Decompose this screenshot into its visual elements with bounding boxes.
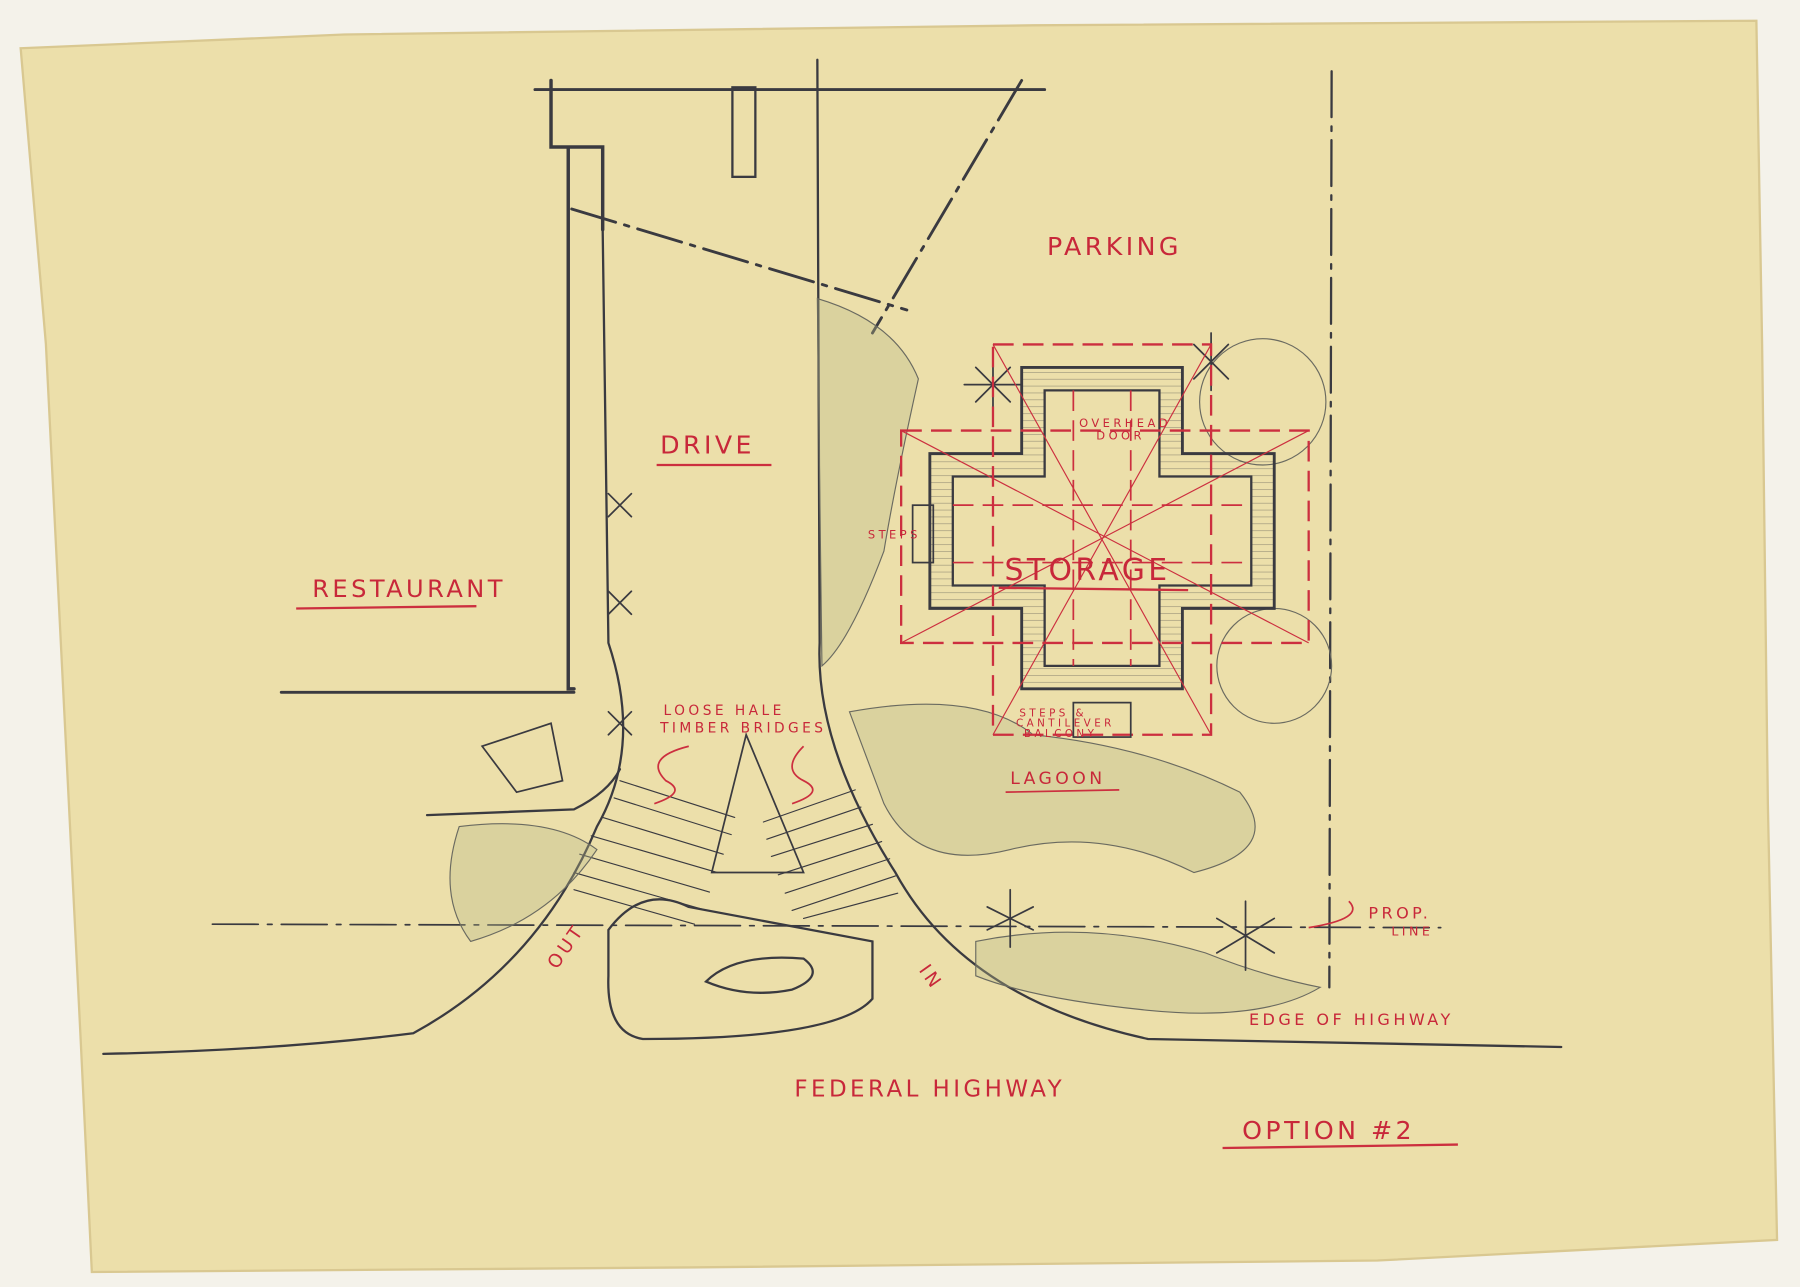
label-overhead-door-1: OVERHEAD [1079,416,1171,430]
pencil-linework [102,58,1563,1056]
label-bridges-1: LOOSE HALE [664,703,785,719]
label-edge-of-highway: EDGE OF HIGHWAY [1249,1010,1454,1029]
timber-bridges [573,732,899,925]
landscaping [449,297,1333,1014]
label-parking: PARKING [1047,232,1182,261]
label-drive: DRIVE [660,431,755,460]
label-balcony-1: STEPS & [1019,707,1087,719]
storage-building [900,343,1310,738]
label-restaurant: RESTAURANT [312,575,506,603]
annotations: PARKING DRIVE RESTAURANT OVERHEAD DOOR S… [296,232,1458,1150]
label-storage: STORAGE [1004,553,1170,588]
label-prop-line-1: PROP. [1368,903,1431,922]
label-lagoon: LAGOON [1010,769,1105,789]
label-balcony-2: CANTILEVER [1016,718,1115,730]
label-overhead-door-2: DOOR [1096,429,1145,443]
tracing-paper [19,19,1779,1274]
label-prop-line-2: LINE [1391,924,1433,939]
drawing-title: OPTION #2 [1242,1116,1415,1145]
label-bridges-2: TIMBER BRIDGES [659,720,826,736]
label-balcony-3: BALCONY [1024,728,1097,740]
label-federal-highway: FEDERAL HIGHWAY [794,1076,1065,1102]
label-steps: STEPS [868,527,921,541]
